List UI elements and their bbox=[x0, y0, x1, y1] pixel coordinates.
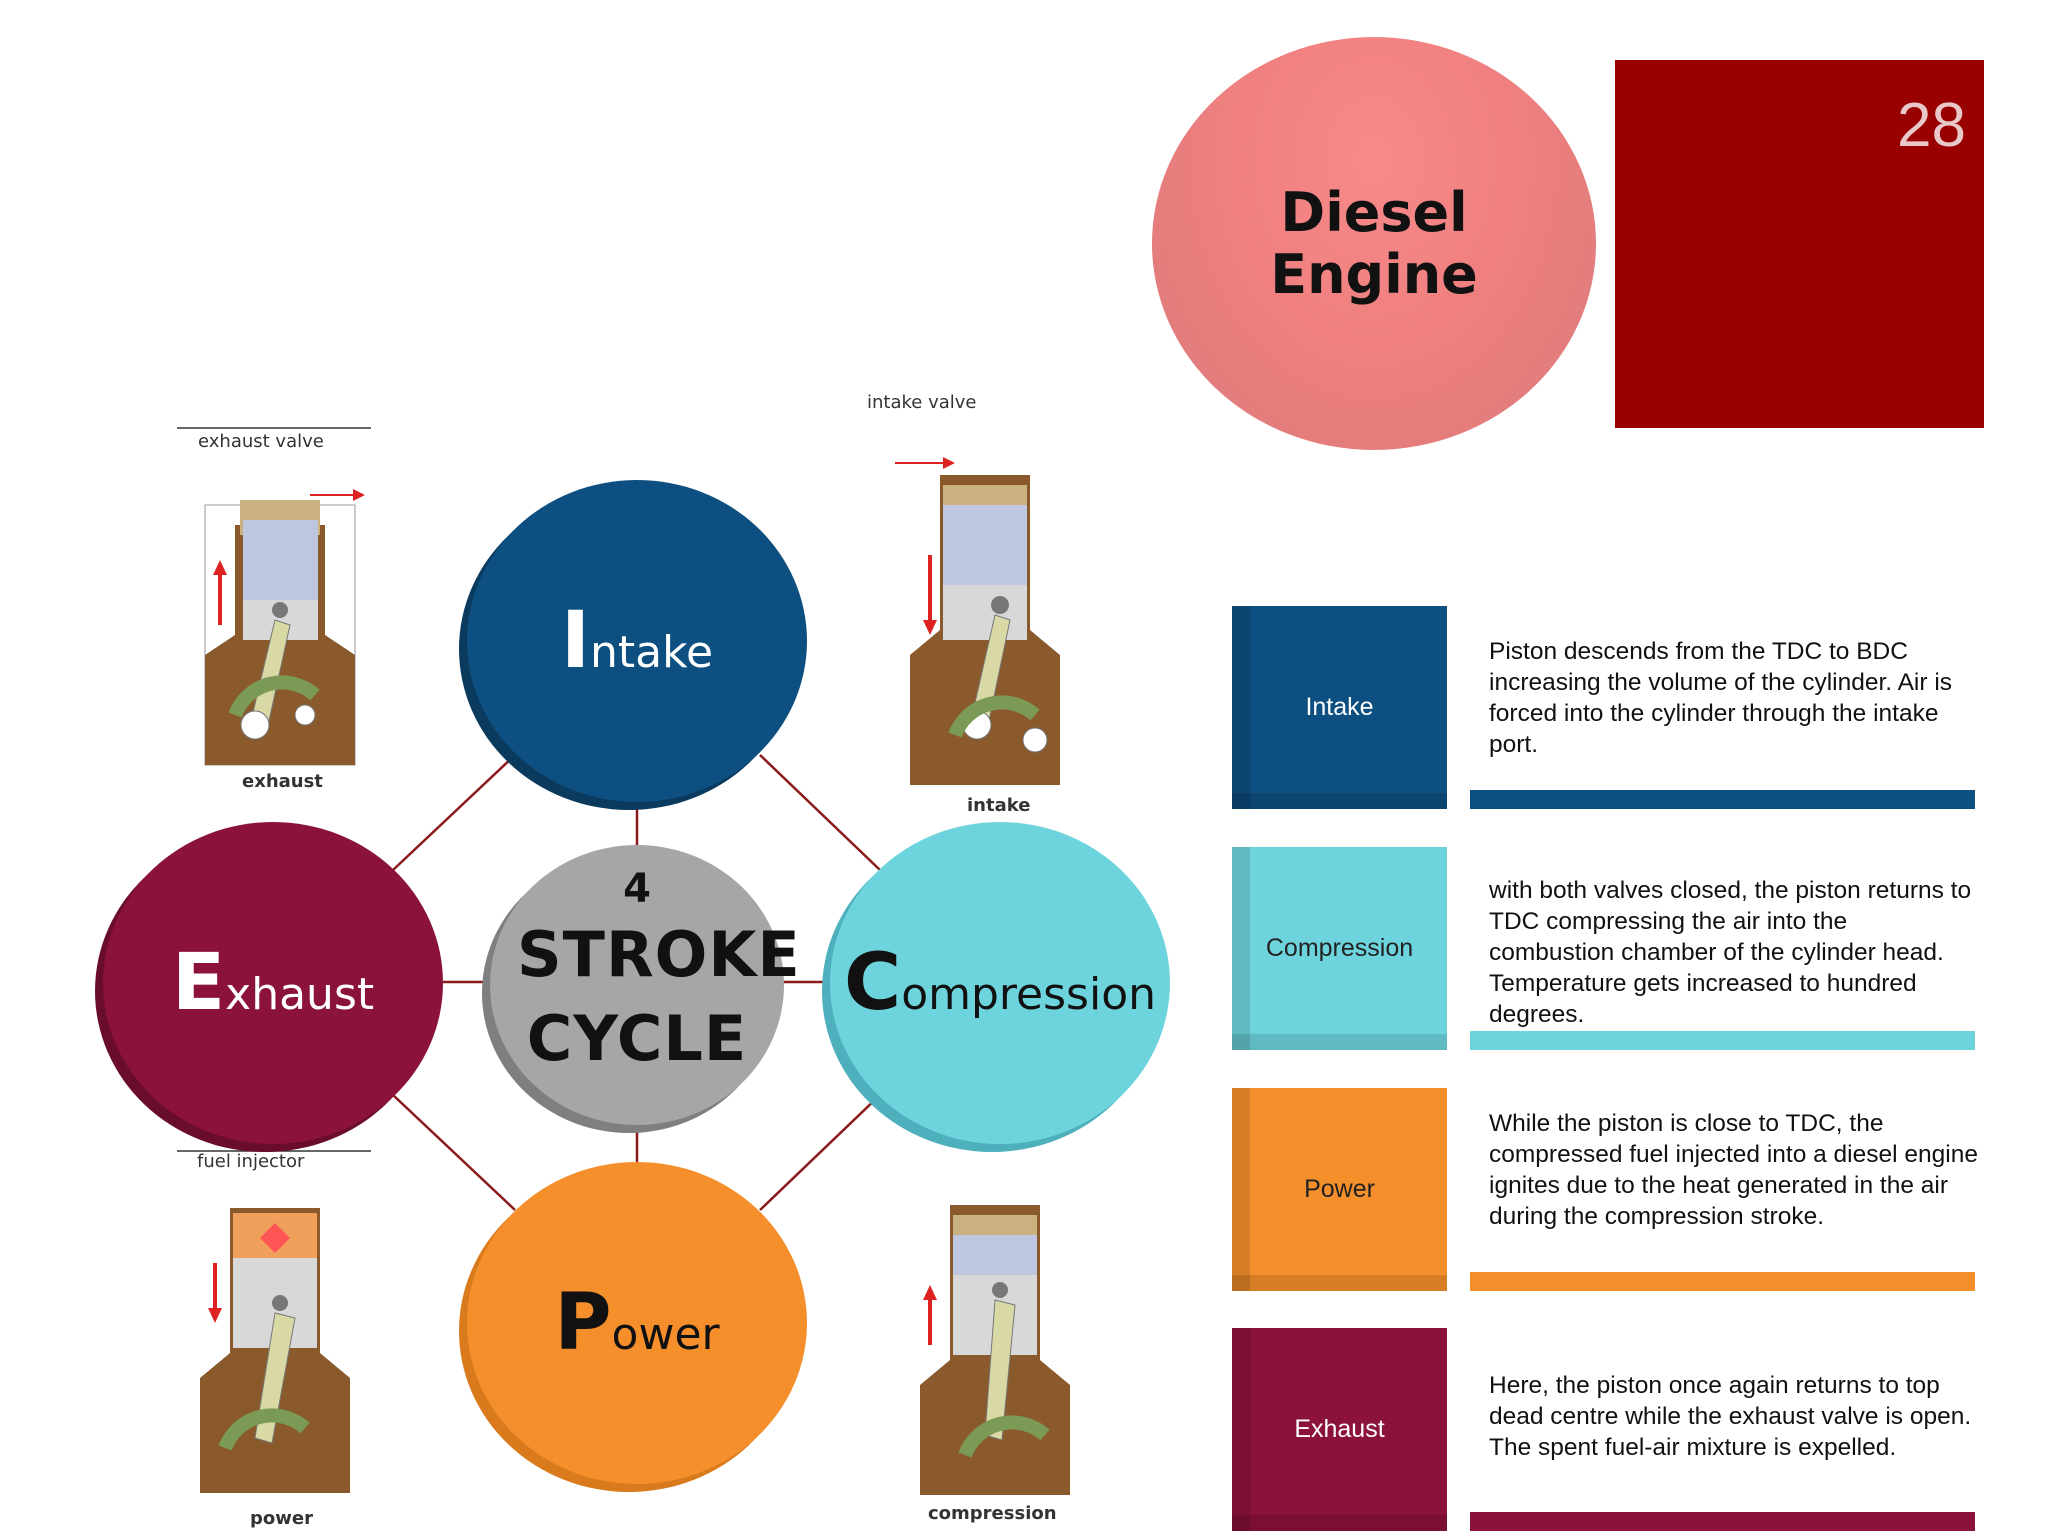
step-label-exhaust: Exhaust bbox=[1294, 1415, 1385, 1443]
step-box-exhaust: Exhaust bbox=[1232, 1328, 1447, 1531]
title-circle: Diesel Engine bbox=[1152, 37, 1596, 450]
step-desc-power: While the piston is close to TDC, the co… bbox=[1489, 1110, 1978, 1230]
power-circle-label: Power bbox=[554, 1278, 720, 1368]
power-circle: Power bbox=[467, 1162, 807, 1484]
page-number-block: 28 bbox=[1615, 60, 1984, 428]
step-label-power: Power bbox=[1304, 1175, 1375, 1203]
center-circle: 4 STROKE CYCLE bbox=[490, 845, 801, 1125]
step-bar-compression bbox=[1470, 1031, 1975, 1050]
page-number: 28 bbox=[1897, 91, 1966, 160]
compression-circle: Compression bbox=[830, 822, 1170, 1144]
intake-circle: Intake bbox=[467, 480, 807, 802]
center-word: STROKE CYCLE bbox=[517, 918, 801, 1075]
intake-engine-illustration bbox=[895, 457, 1060, 785]
exhaust-circle: Exhaust bbox=[103, 822, 443, 1144]
exhaust-engine-caption: exhaust bbox=[242, 771, 323, 792]
compression-engine-illustration bbox=[920, 1205, 1070, 1495]
step-box-compression: Compression bbox=[1232, 847, 1447, 1050]
step-bar-power bbox=[1470, 1272, 1975, 1291]
intake-engine-caption: intake bbox=[967, 795, 1031, 816]
power-engine-illustration bbox=[177, 1150, 371, 1493]
step-desc-intake: Piston descends from the TDC to BDC incr… bbox=[1489, 638, 1953, 758]
center-number: 4 bbox=[623, 866, 651, 912]
connector-intake-compression bbox=[759, 754, 881, 871]
step-box-intake: Intake bbox=[1232, 606, 1447, 809]
connector-intake-exhaust bbox=[392, 754, 516, 871]
center-label: 4 STROKE CYCLE bbox=[517, 869, 801, 1081]
compression-circle-label: Compression bbox=[843, 938, 1157, 1028]
step-box-power: Power bbox=[1232, 1088, 1447, 1291]
intake-valve-callout: intake valve bbox=[867, 392, 977, 413]
step-bar-intake bbox=[1470, 790, 1975, 809]
step-desc-exhaust: Here, the piston once again returns to t… bbox=[1489, 1372, 1972, 1461]
step-label-compression: Compression bbox=[1265, 934, 1414, 962]
compression-engine-caption: compression bbox=[928, 1503, 1057, 1524]
step-label-intake: Intake bbox=[1305, 693, 1374, 721]
step-desc-compression: with both valves closed, the piston retu… bbox=[1489, 877, 1972, 1028]
power-engine-caption: power bbox=[250, 1508, 313, 1529]
intake-circle-label: Intake bbox=[560, 596, 714, 686]
fuel-injector-callout: fuel injector bbox=[197, 1151, 305, 1172]
exhaust-engine-illustration bbox=[177, 427, 371, 766]
exhaust-circle-label: Exhaust bbox=[171, 938, 375, 1028]
exhaust-valve-callout: exhaust valve bbox=[198, 431, 324, 452]
page-title: Diesel Engine bbox=[1270, 180, 1478, 306]
step-bar-exhaust bbox=[1470, 1512, 1975, 1531]
connector-compression-power bbox=[759, 1094, 881, 1211]
connector-exhaust-power bbox=[392, 1094, 516, 1211]
